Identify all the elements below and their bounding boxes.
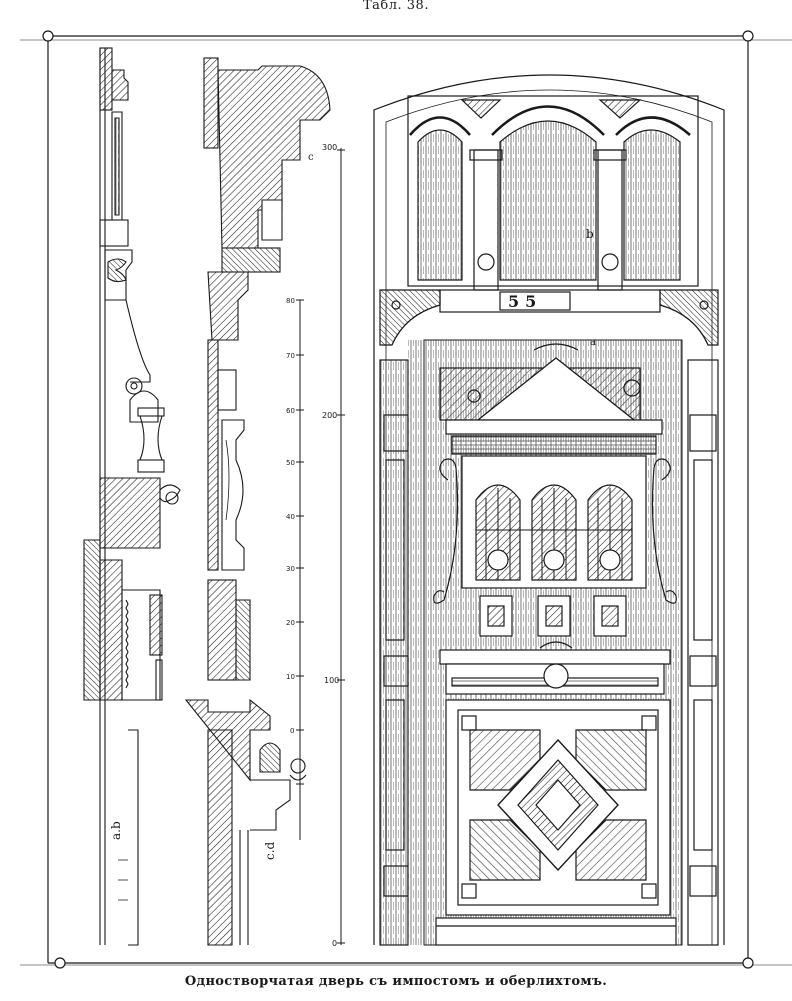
scale-bar-large [337, 148, 345, 945]
label-section-ab: a.b [109, 821, 123, 840]
scale-labels-small: 80 70 60 50 40 30 20 10 0 [286, 297, 295, 735]
label-section-cd: c.d [263, 841, 277, 860]
scale-200: 200 [322, 411, 337, 420]
house-number: 55 [508, 292, 542, 311]
label-c: c [308, 152, 314, 163]
scale-labels-large: 300 200 100 0 [322, 143, 339, 948]
door-elevation [373, 74, 725, 946]
scale-small-50: 50 [286, 459, 295, 467]
plate-number: Табл. 38. [363, 0, 429, 13]
scale-300: 300 [322, 143, 337, 152]
corner-marks [42, 30, 754, 969]
sheet-border [20, 35, 792, 966]
scale-small-0: 0 [290, 727, 294, 735]
scale-small-10: 10 [286, 673, 295, 681]
profile-section-ab [83, 47, 181, 946]
scale-small-20: 20 [286, 619, 295, 627]
plate-caption: Одностворчатая дверь съ импостомъ и обер… [184, 974, 608, 989]
scale-bar-small [296, 299, 304, 840]
scale-small-70: 70 [286, 352, 295, 360]
scale-small-60: 60 [286, 407, 295, 415]
scale-small-30: 30 [286, 565, 295, 573]
label-a: a [590, 337, 596, 348]
scale-small-40: 40 [286, 513, 295, 521]
label-b: b [586, 227, 594, 241]
scale-small-80: 80 [286, 297, 295, 305]
scale-0: 0 [332, 939, 337, 948]
profile-section-cd [184, 57, 331, 946]
scale-100: 100 [324, 676, 339, 685]
